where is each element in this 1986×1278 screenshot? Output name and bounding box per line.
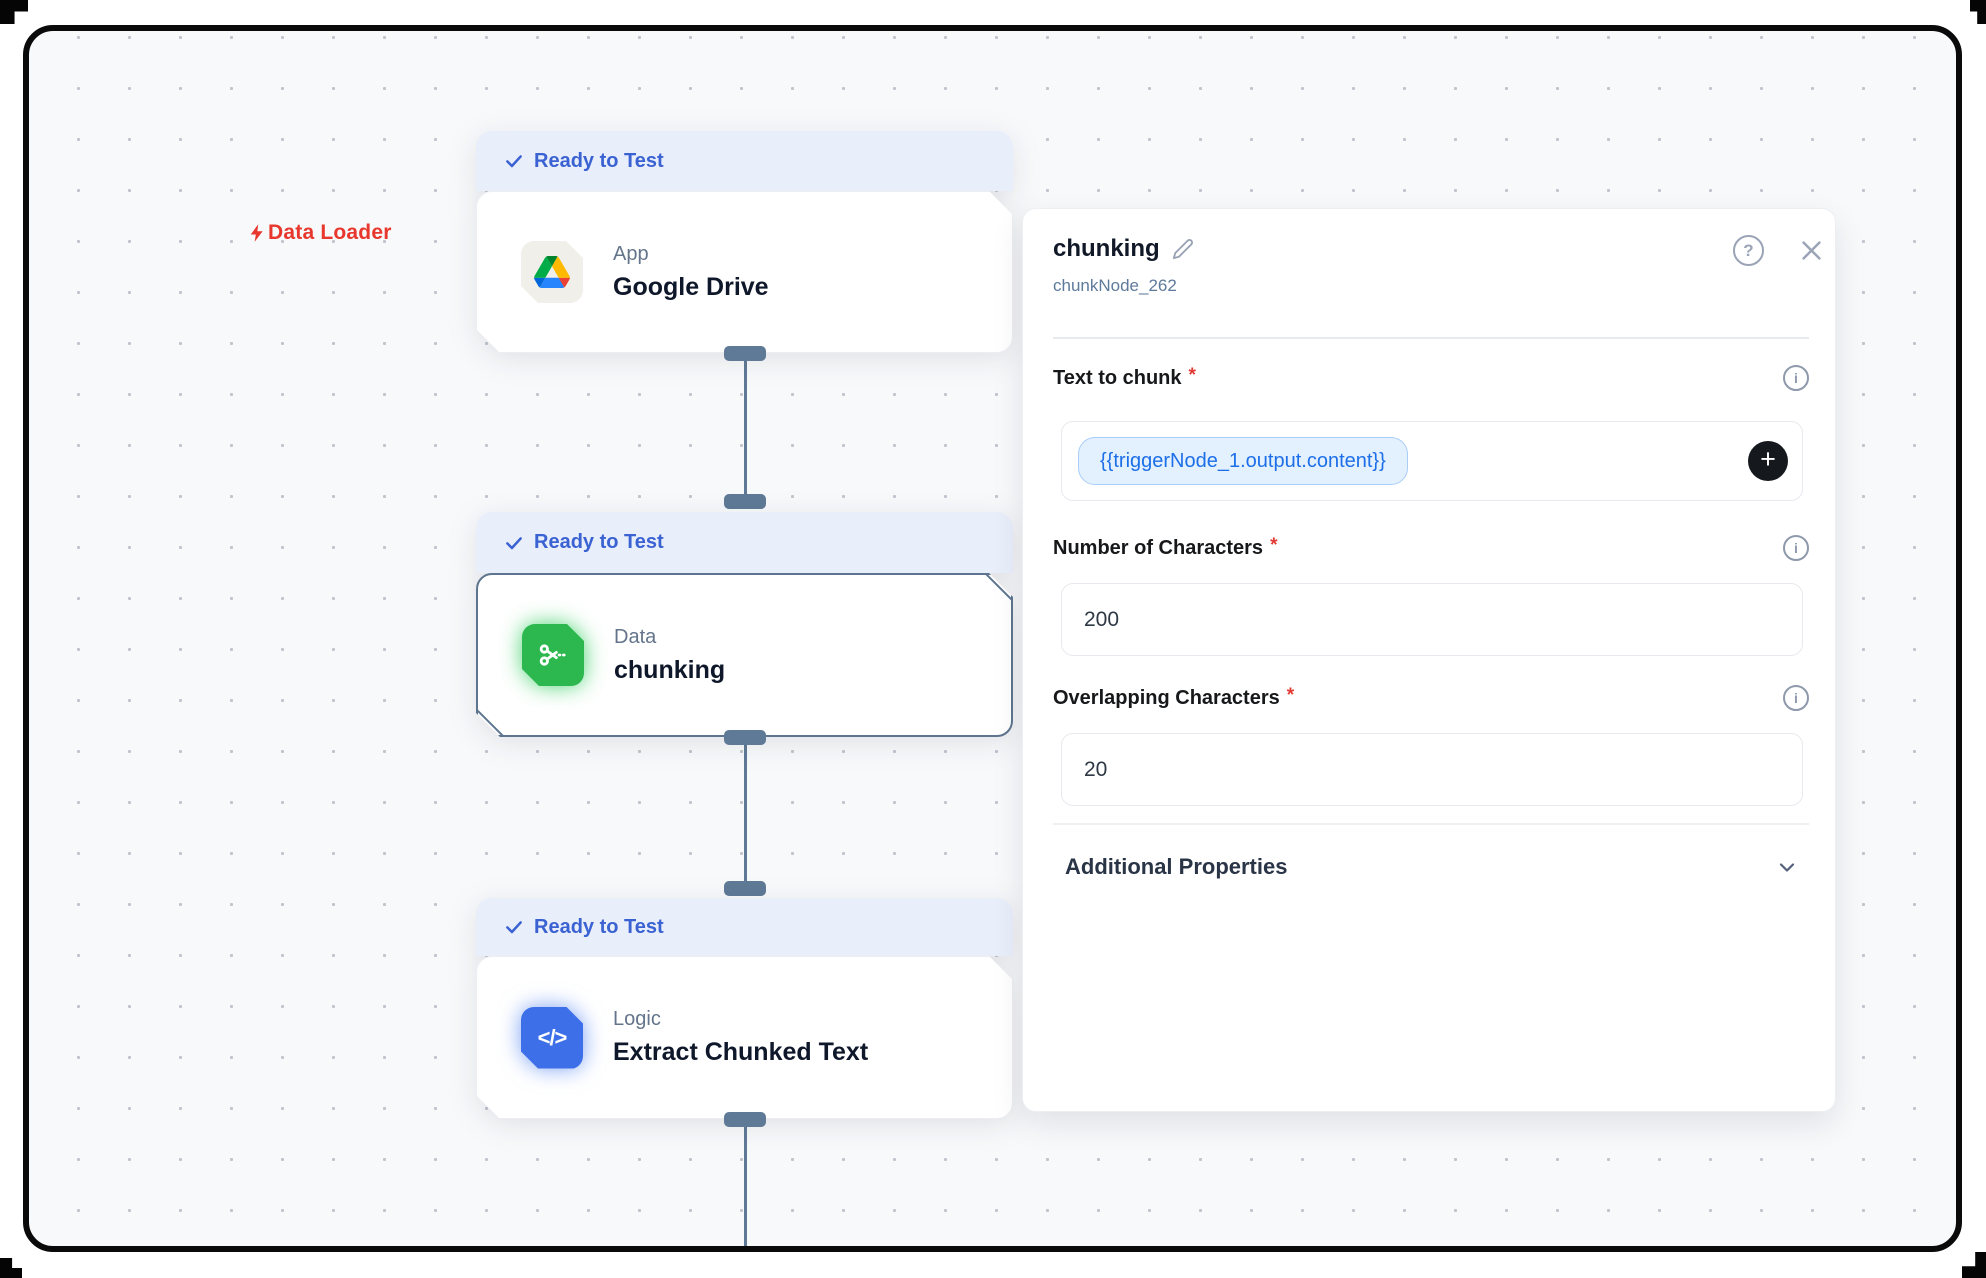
divider xyxy=(1053,823,1809,825)
corner-mark xyxy=(1970,0,1986,24)
connector-handle[interactable] xyxy=(724,494,766,509)
close-icon[interactable] xyxy=(1798,237,1825,264)
corner-mark xyxy=(0,1258,22,1278)
node-title: Google Drive xyxy=(613,272,769,301)
required-marker: * xyxy=(1286,685,1295,706)
google-drive-icon xyxy=(521,241,583,303)
overlapping-characters-input[interactable] xyxy=(1062,734,1802,805)
workflow-canvas[interactable]: Data Loader Ready to Test xyxy=(23,25,1962,1252)
node-card-extract-chunked-text[interactable]: </> Logic Extract Chunked Text xyxy=(476,956,1013,1119)
check-icon xyxy=(504,151,524,171)
node-extract-chunked-text[interactable]: Ready to Test </> Logic Extract Chunked … xyxy=(476,898,1013,1119)
info-icon[interactable]: i xyxy=(1783,535,1809,561)
group-label-data-loader: Data Loader xyxy=(247,221,392,245)
status-badge: Ready to Test xyxy=(476,512,1013,573)
connector-handle[interactable] xyxy=(724,1112,766,1127)
connector-handle[interactable] xyxy=(724,730,766,745)
node-card-chunking[interactable]: Data chunking xyxy=(476,573,1013,737)
node-id-label: chunkNode_262 xyxy=(1053,276,1177,295)
status-badge-label: Ready to Test xyxy=(534,149,664,172)
status-badge-label: Ready to Test xyxy=(534,531,664,553)
node-title: Extract Chunked Text xyxy=(613,1038,869,1066)
edit-pencil-icon[interactable] xyxy=(1172,238,1194,260)
panel-title: chunking xyxy=(1053,235,1160,262)
node-chunking[interactable]: Ready to Test Data xyxy=(476,512,1013,737)
field-label-number-of-characters: Number of Characters xyxy=(1053,536,1264,559)
status-badge-label: Ready to Test xyxy=(534,915,664,938)
status-badge: Ready to Test xyxy=(476,131,1013,191)
required-marker: * xyxy=(1270,535,1278,556)
connector-line xyxy=(744,353,747,497)
node-config-panel: chunking chunkNode_262 ? xyxy=(1022,208,1836,1112)
field-label-text-to-chunk: Text to chunk xyxy=(1053,366,1182,389)
corner-mark xyxy=(0,0,28,24)
divider xyxy=(1053,337,1809,339)
node-category: Data xyxy=(614,625,657,648)
lightning-bolt-icon xyxy=(247,222,268,244)
additional-properties-label: Additional Properties xyxy=(1065,854,1288,879)
node-google-drive[interactable]: Ready to Test xyxy=(476,131,1013,353)
info-icon[interactable]: i xyxy=(1783,365,1809,391)
additional-properties-toggle[interactable]: Additional Properties xyxy=(1065,854,1799,880)
node-title: chunking xyxy=(614,655,726,684)
node-category: App xyxy=(613,242,649,265)
connector-line xyxy=(744,1119,747,1246)
add-variable-button[interactable]: + xyxy=(1748,441,1788,481)
required-marker: * xyxy=(1188,365,1196,386)
node-card-google-drive[interactable]: App Google Drive xyxy=(476,191,1013,353)
check-icon xyxy=(504,917,524,937)
info-icon[interactable]: i xyxy=(1783,685,1809,711)
check-icon xyxy=(504,533,524,553)
node-category: Logic xyxy=(613,1008,661,1030)
variable-pill[interactable]: {{triggerNode_1.output.content}} xyxy=(1078,437,1408,485)
help-icon[interactable]: ? xyxy=(1733,235,1764,266)
connector-line xyxy=(744,737,747,883)
connector-handle[interactable] xyxy=(724,346,766,361)
text-to-chunk-input[interactable]: {{triggerNode_1.output.content}} + xyxy=(1061,421,1803,501)
number-of-characters-input[interactable] xyxy=(1062,584,1802,655)
scissors-icon xyxy=(522,624,584,686)
corner-mark xyxy=(1962,1252,1986,1278)
field-label-overlapping-characters: Overlapping Characters xyxy=(1053,686,1280,709)
code-icon: </> xyxy=(521,1007,583,1069)
chevron-down-icon xyxy=(1775,855,1799,879)
connector-handle[interactable] xyxy=(724,881,766,896)
status-badge: Ready to Test xyxy=(476,898,1013,956)
